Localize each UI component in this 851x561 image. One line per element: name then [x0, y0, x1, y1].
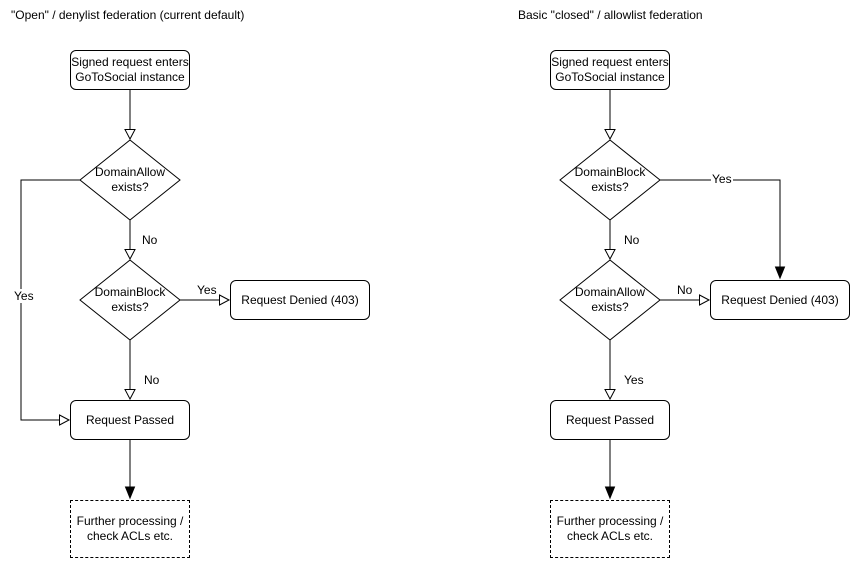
right-decision2-diamond — [559, 259, 661, 341]
right-denied-node: Request Denied (403) — [710, 280, 850, 320]
arrowhead-solid-icon — [774, 266, 786, 280]
arrowhead-open-icon — [219, 294, 231, 306]
left-further-processing-node: Further processing / check ACLs etc. — [70, 500, 190, 558]
left-start-node: Signed request enters GoToSocial instanc… — [70, 50, 190, 90]
arrowhead-solid-icon — [604, 486, 616, 500]
edge-label-no: No — [143, 373, 161, 387]
left-decision1-label: DomainAllow exists? — [94, 165, 166, 194]
left-decision2-diamond — [79, 259, 181, 341]
edge-label-yes: Yes — [13, 289, 35, 303]
right-decision1-label: DomainBlock exists? — [574, 165, 646, 194]
left-passed-node: Request Passed — [70, 400, 190, 440]
arrowhead-solid-icon — [124, 486, 136, 500]
right-start-node: Signed request enters GoToSocial instanc… — [550, 50, 670, 90]
edge-label-yes: Yes — [196, 283, 218, 297]
edge-label-no: No — [623, 233, 641, 247]
arrowhead-open-icon — [604, 249, 616, 261]
arrowhead-open-icon — [59, 414, 71, 426]
right-passed-node: Request Passed — [550, 400, 670, 440]
edge-label-no: No — [676, 283, 694, 297]
arrowhead-open-icon — [124, 389, 136, 401]
left-decision2-label: DomainBlock exists? — [94, 285, 166, 314]
edge-label-yes: Yes — [623, 373, 645, 387]
connector-right-decision1-yes-to-denied — [660, 179, 781, 268]
right-decision2-label: DomainAllow exists? — [574, 285, 646, 314]
edge-label-no: No — [141, 233, 159, 247]
arrowhead-open-icon — [604, 129, 616, 141]
arrowhead-open-icon — [124, 129, 136, 141]
left-decision1-diamond — [79, 139, 181, 221]
arrowhead-open-icon — [699, 294, 711, 306]
chart-title-closed-allowlist: Basic "closed" / allowlist federation — [518, 8, 703, 22]
right-further-processing-node: Further processing / check ACLs etc. — [550, 500, 670, 558]
edge-label-yes: Yes — [711, 172, 733, 186]
arrowhead-open-icon — [604, 389, 616, 401]
arrowhead-open-icon — [124, 249, 136, 261]
chart-title-open-denylist: "Open" / denylist federation (current de… — [11, 8, 245, 22]
right-decision1-diamond — [559, 139, 661, 221]
left-denied-node: Request Denied (403) — [230, 280, 370, 320]
